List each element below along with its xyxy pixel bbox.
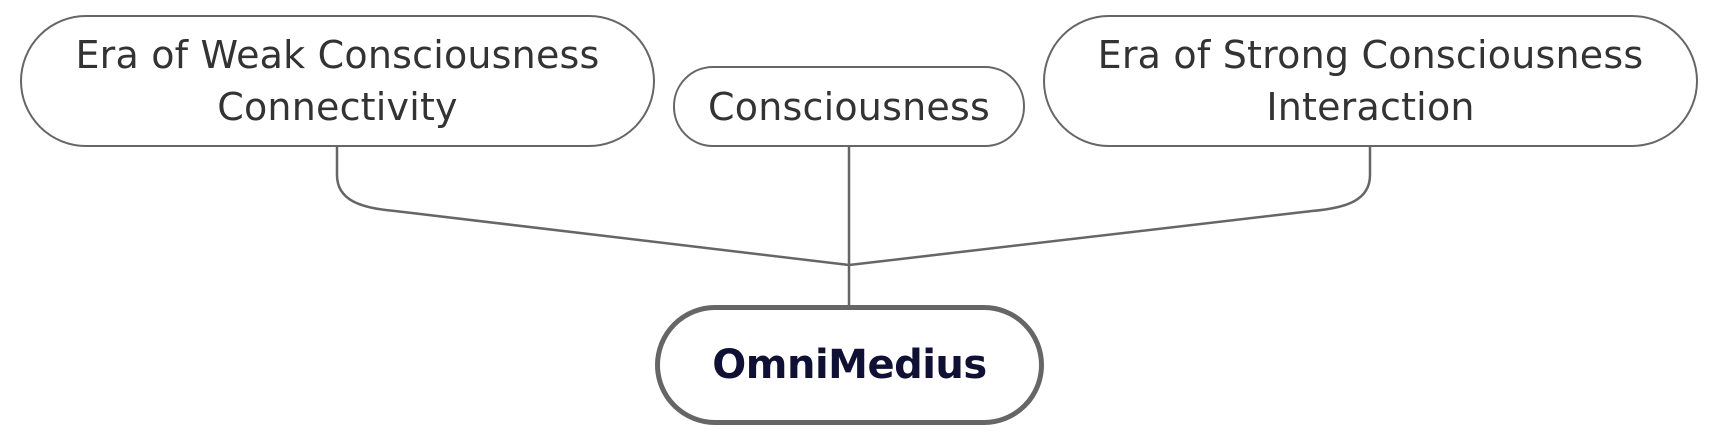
root-label: OmniMedius: [712, 342, 987, 388]
node-strong-line-2: Interaction: [1266, 85, 1475, 129]
node-strong-line-1: Era of Strong Consciousness: [1097, 33, 1644, 77]
connector-weak-to-root: [335, 147, 850, 267]
node-weak-consciousness-connectivity: Era of Weak Consciousness Connectivity: [20, 15, 655, 147]
node-weak-line-2: Connectivity: [217, 85, 458, 129]
node-root-omnimedius: OmniMedius: [655, 305, 1044, 425]
node-strong-consciousness-interaction: Era of Strong Consciousness Interaction: [1043, 15, 1698, 147]
connector-strong-to-root: [848, 147, 1372, 267]
node-consciousness-label: Consciousness: [708, 84, 990, 129]
node-consciousness: Consciousness: [673, 66, 1025, 147]
node-weak-line-1: Era of Weak Consciousness: [75, 33, 600, 77]
